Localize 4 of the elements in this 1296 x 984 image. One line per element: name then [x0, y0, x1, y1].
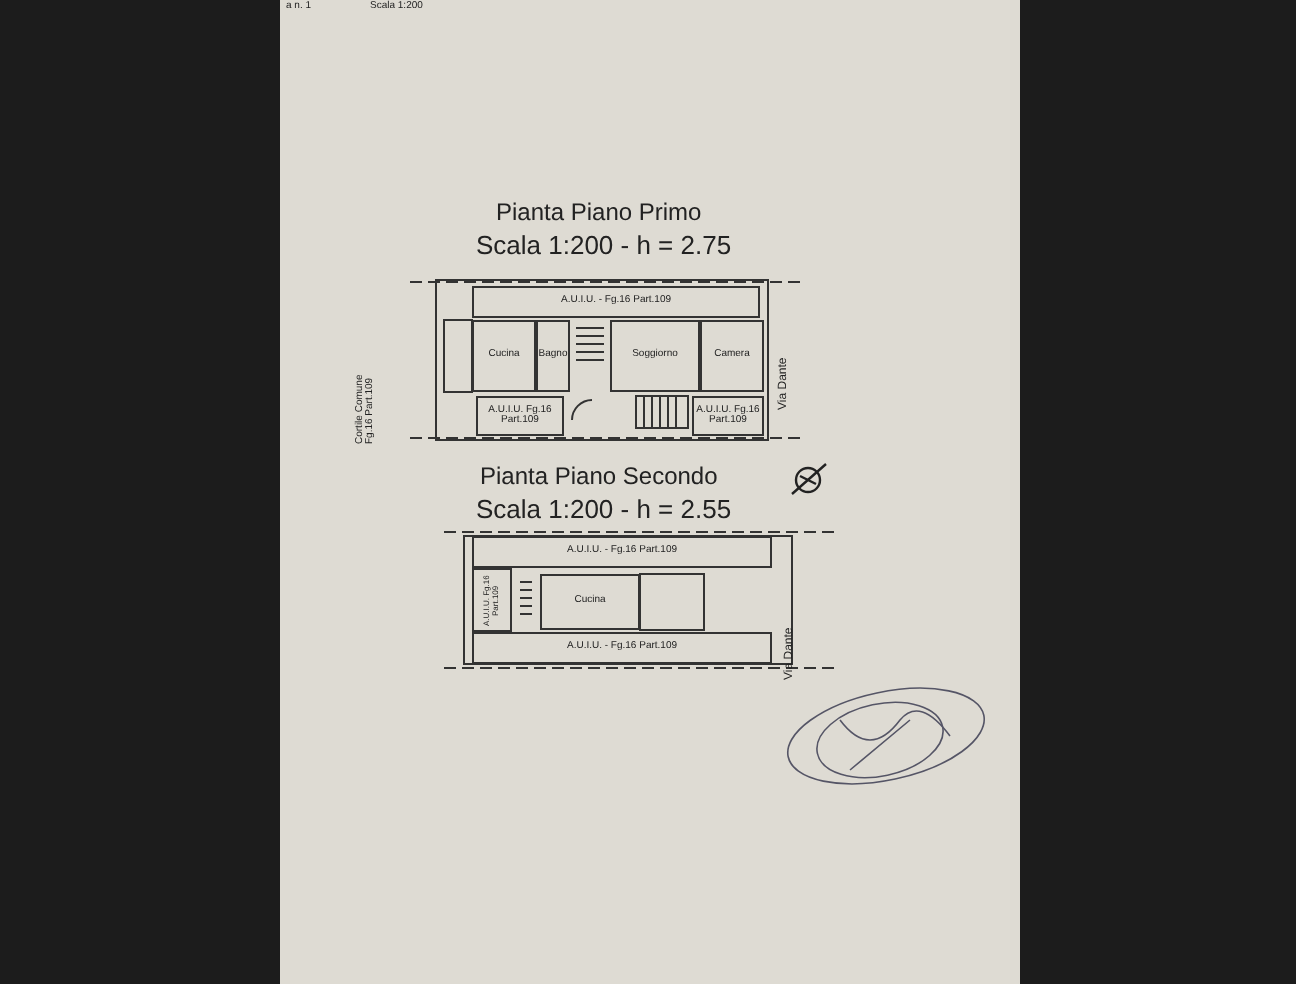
scale-note: Scala 1:200 - h = 2.55	[476, 496, 732, 522]
plan-title: Pianta Piano Secondo	[480, 464, 718, 488]
plan-title: Pianta Piano Primo	[496, 200, 702, 224]
scale-note: Scala 1:200 - h = 2.75	[476, 232, 732, 258]
